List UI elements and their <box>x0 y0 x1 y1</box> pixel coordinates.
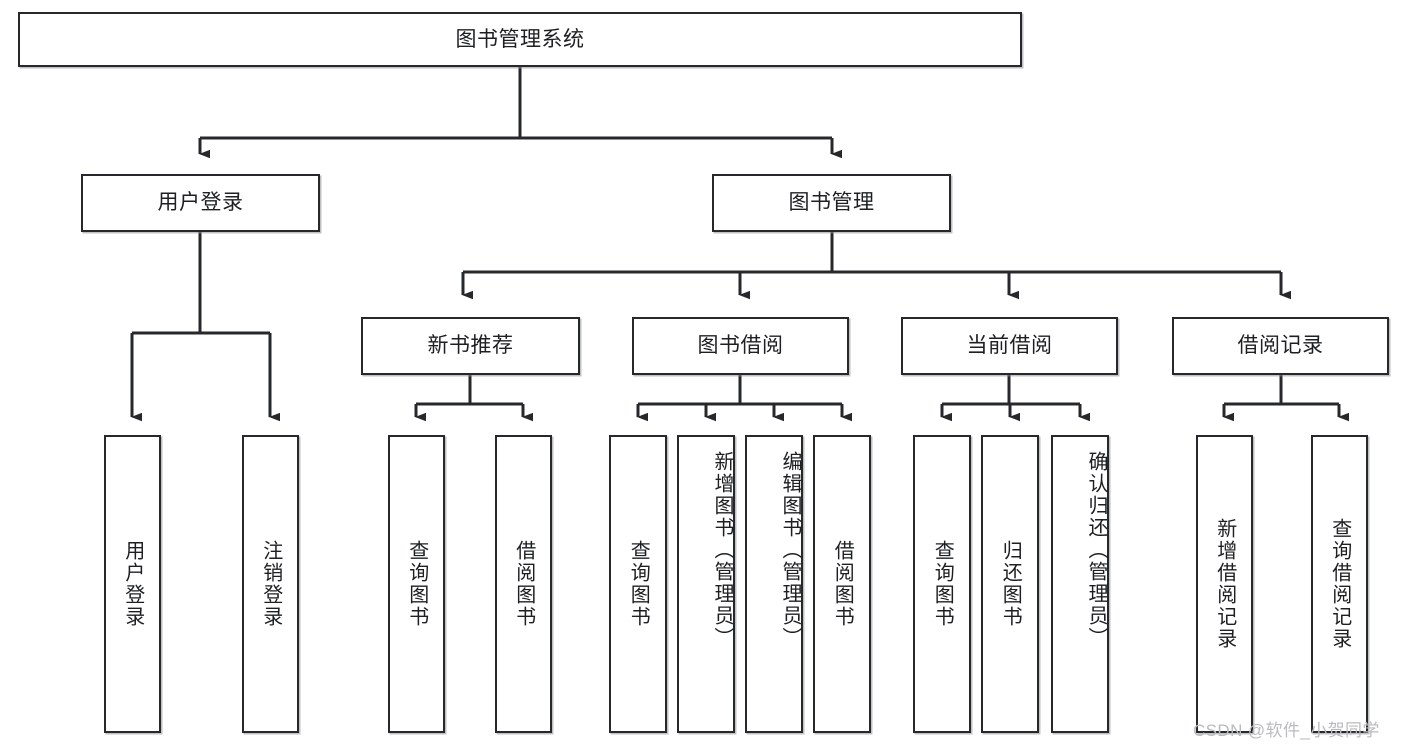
node-leaf-query-book-3[interactable]: 查询图书 <box>913 435 971 733</box>
node-leaf-query-record[interactable]: 查询借阅记录 <box>1311 435 1368 733</box>
node-leaf-query-book-1[interactable]: 查询图书 <box>388 435 445 733</box>
node-leaf-edit-book[interactable]: 编辑图书（管理员） <box>745 435 803 733</box>
node-leaf-borrow-book-1[interactable]: 借阅图书 <box>495 435 552 733</box>
node-book-manage[interactable]: 图书管理 <box>712 174 951 232</box>
node-leaf-user-login[interactable]: 用户登录 <box>104 435 161 733</box>
node-leaf-return-book[interactable]: 归还图书 <box>981 435 1039 733</box>
node-leaf-confirm-return[interactable]: 确认归还（管理员） <box>1051 435 1109 733</box>
node-new-book-rec[interactable]: 新书推荐 <box>361 317 580 375</box>
node-leaf-borrow-book-2[interactable]: 借阅图书 <box>813 435 871 733</box>
node-current-borrow[interactable]: 当前借阅 <box>901 317 1118 375</box>
node-leaf-logout[interactable]: 注销登录 <box>242 435 299 733</box>
node-book-borrow[interactable]: 图书借阅 <box>632 317 849 375</box>
node-root[interactable]: 图书管理系统 <box>18 12 1022 67</box>
csdn-watermark: CSDN @软件_小贺同学 <box>1193 721 1380 740</box>
node-borrow-record[interactable]: 借阅记录 <box>1172 317 1389 375</box>
node-leaf-query-book-2[interactable]: 查询图书 <box>609 435 667 733</box>
node-user-login[interactable]: 用户登录 <box>81 174 320 232</box>
node-leaf-add-book[interactable]: 新增图书（管理员） <box>677 435 735 733</box>
node-leaf-add-record[interactable]: 新增借阅记录 <box>1196 435 1253 733</box>
